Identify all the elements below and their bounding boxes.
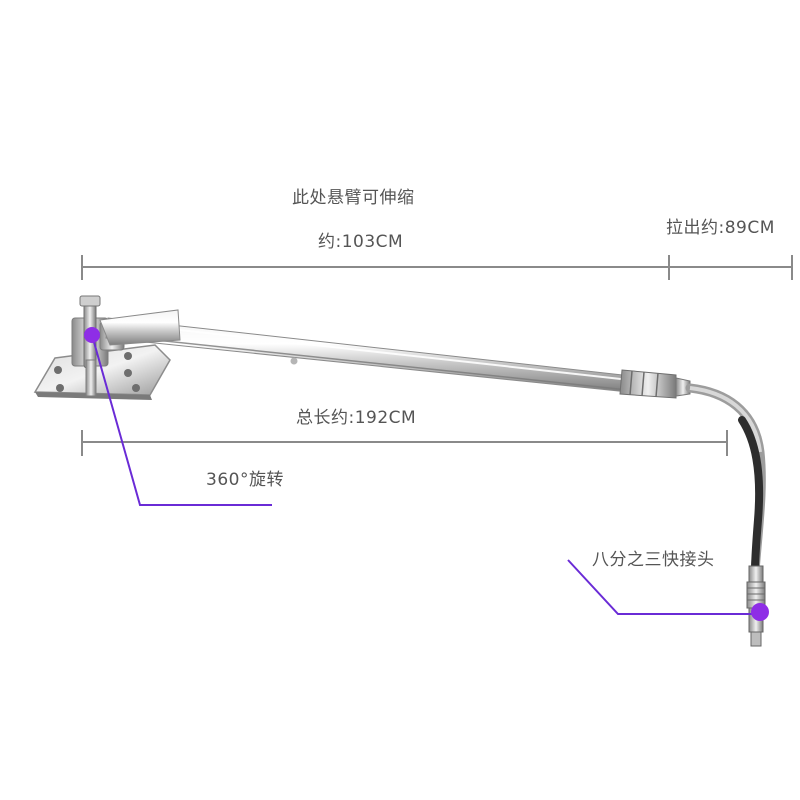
screw-hole [124, 369, 132, 377]
screw-hole [132, 384, 140, 392]
quick-connector-callout-dot [751, 603, 769, 621]
telescopic-length-label: 约:103CM [318, 232, 404, 252]
rotation-callout [84, 327, 272, 506]
quick-connector-callout [567, 559, 769, 621]
total-length-label: 总长约:192CM [296, 408, 417, 428]
dimension-lines [81, 255, 793, 456]
rotation-label: 360°旋转 [206, 470, 284, 490]
flexible-hose [685, 383, 766, 577]
quick-connector-label: 八分之三快接头 [592, 550, 715, 570]
pull-out-dimension-line [669, 255, 793, 280]
screw-hole [54, 366, 62, 374]
pull-out-length-label: 拉出约:89CM [666, 218, 775, 238]
telescopic-note-label: 此处悬臂可伸缩 [292, 188, 415, 208]
rotation-callout-dot [84, 327, 100, 343]
total-length-dimension-line [81, 430, 728, 456]
screw-hole [56, 384, 64, 392]
cantilever-arm [99, 309, 691, 399]
telescopic-dimension-line [81, 255, 670, 280]
arm-screw [290, 357, 298, 365]
screw-hole [124, 352, 132, 360]
